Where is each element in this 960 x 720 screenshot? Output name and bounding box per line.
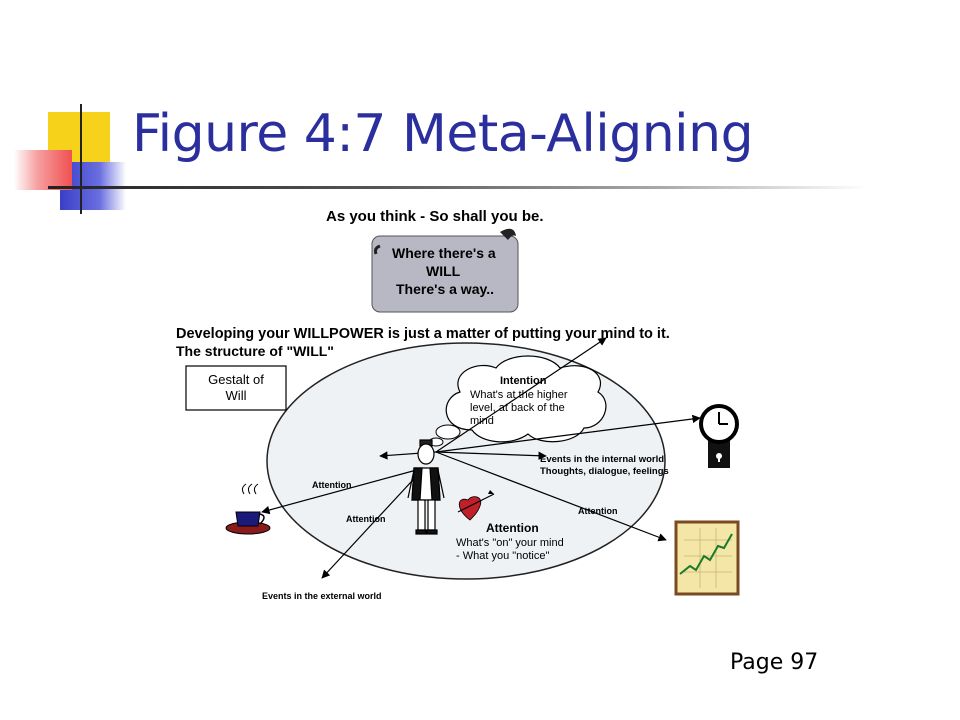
attention-main-line-1: What's "on" your mind [456,537,564,549]
attention-label-lower: Attention [346,514,386,524]
arrow-to-cloud-top [435,337,607,453]
slide-title: Figure 4:7 Meta-Aligning [132,104,754,164]
speech-bubble: Where there's a WILL There's a way.. [371,228,519,313]
page-number: Page 97 [730,650,819,675]
internal-events-line-2: Thoughts, dialogue, feelings [540,466,669,477]
attention-label-right: Attention [578,506,618,516]
arrow-internal [435,451,547,460]
attention-main-line-2: - What you "notice" [456,550,549,562]
heart-arrow-icon [457,490,495,521]
intention-line-1: What's at the higher [470,389,568,401]
decor-vertical-line [80,104,82,214]
gestalt-box: Gestalt of Will [185,365,287,411]
internal-events-line-1: Events in the internal world [540,454,664,465]
intention-cloud: Intention What's at the higher level, at… [428,355,607,447]
clock-icon [699,404,739,468]
intention-heading: Intention [500,375,547,387]
person-icon [407,439,445,535]
intro-line-2: The structure of "WILL" [176,343,334,359]
arrows [261,337,701,579]
intention-line-2: level, at back of the [470,402,565,414]
arrow-to-coffee [261,467,425,515]
arrow-to-chart [435,451,667,542]
bubble-line-3: There's a way.. [396,281,494,297]
gestalt-line-2: Will [226,388,247,403]
gestalt-line-1: Gestalt of [208,372,264,387]
decor-red-square [14,150,72,190]
coffee-cup-icon [225,483,271,535]
intro-line-1: Developing your WILLPOWER is just a matt… [176,326,670,342]
title-underline [48,186,868,189]
bubble-line-2: WILL [426,263,461,279]
attention-label-left: Attention [312,480,352,490]
arrow-to-clock [435,414,701,453]
growth-chart-icon [674,520,740,596]
attention-main-heading: Attention [486,521,539,535]
motto-text: As you think - So shall you be. [326,208,544,225]
external-events-label: Events in the external world [262,591,382,601]
bubble-line-1: Where there's a [392,245,496,261]
arrow-to-external [321,467,425,579]
